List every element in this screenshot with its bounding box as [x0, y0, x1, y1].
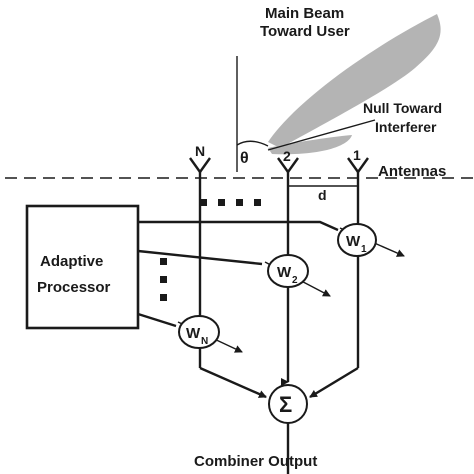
processor-label-line1: Adaptive — [40, 253, 103, 270]
weight-w1-label: W — [346, 233, 361, 250]
weight-wN-subscript: N — [201, 336, 208, 347]
main-beam-label-line2: Toward User — [260, 23, 350, 40]
antenna-2-icon — [277, 157, 299, 173]
main-beam-label-line1: Main Beam — [265, 5, 344, 22]
adaptive-processor-box — [25, 204, 140, 330]
weight-wN-label: W — [186, 325, 201, 342]
antennas-label: Antennas — [378, 163, 446, 180]
theta-arc — [236, 140, 269, 147]
main-beam-lobe — [268, 14, 441, 148]
weight-wN-circle — [178, 315, 220, 349]
spacing-d-label: d — [318, 187, 327, 203]
weight-w2-circle — [267, 254, 309, 288]
side-lobe — [268, 135, 352, 155]
control-line-wN — [137, 312, 177, 328]
combine-line-1 — [309, 366, 359, 399]
control-line-w2 — [137, 249, 263, 266]
combiner-sigma: Σ — [279, 392, 292, 417]
antenna-N-icon — [189, 157, 211, 173]
weight-w1-circle — [337, 223, 377, 257]
weight-w2-subscript: 2 — [292, 275, 298, 286]
weight-w1-subscript: 1 — [361, 244, 367, 255]
antenna-ellipsis — [200, 199, 261, 206]
combiner-output-label: Combiner Output — [194, 453, 317, 470]
control-ellipsis — [160, 258, 167, 301]
null-direction-line — [267, 119, 376, 151]
antenna-1-label: 1 — [353, 147, 361, 163]
weight-w2-label: W — [277, 264, 292, 281]
combine-line-N — [199, 366, 267, 399]
control-line-w1 — [138, 220, 339, 232]
theta-label: θ — [240, 150, 249, 167]
null-label-line2: Interferer — [375, 119, 437, 135]
null-label-line1: Null Toward — [363, 100, 442, 116]
processor-label-line2: Processor — [37, 279, 111, 296]
antenna-2-label: 2 — [283, 148, 291, 164]
antenna-N-label: N — [195, 143, 205, 159]
antenna-1-icon — [347, 157, 369, 173]
